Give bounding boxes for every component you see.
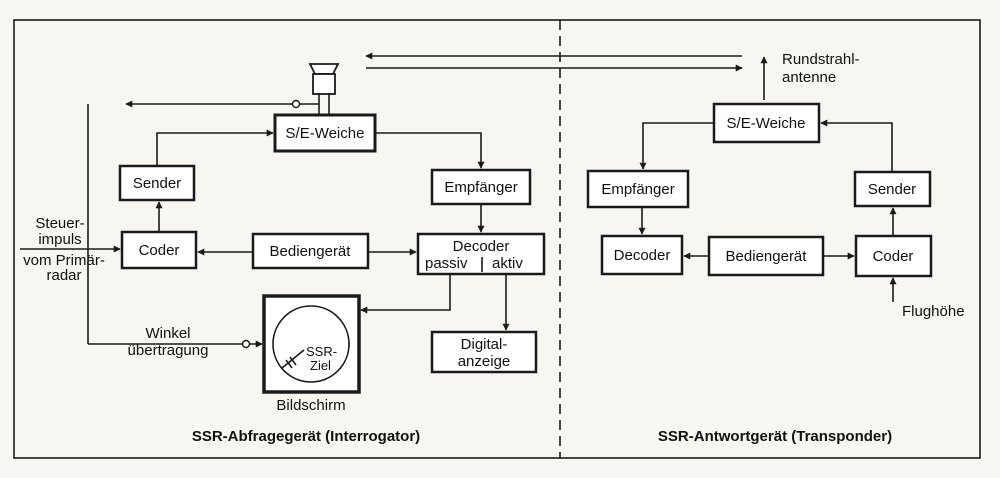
transponder-empfaenger-label: Empfänger <box>601 181 674 198</box>
transponder-bediengeraet-label: Bediengerät <box>726 248 808 265</box>
sender-to-weiche-arrow <box>156 129 274 166</box>
digitalanzeige-label-2: anzeige <box>458 353 511 370</box>
interrogator-bediengeraet-box <box>251 232 370 270</box>
radar-scope <box>272 305 350 383</box>
transponder-decoder-box <box>600 234 684 276</box>
transponder-decoder-label: Decoder <box>614 247 671 264</box>
steuerimpuls-label-2: impuls <box>38 231 81 248</box>
transponder-se-weiche-label: S/E-Weiche <box>727 115 806 132</box>
transponder-title: SSR-Antwortgerät (Transponder) <box>658 428 892 445</box>
interrogator-decoder-box <box>416 232 546 276</box>
vom-primaerradar-label-1: vom Primär- <box>23 252 105 269</box>
interrogator-sender-box <box>118 164 196 202</box>
interrogator-coder-box <box>120 230 198 270</box>
interrogator-se-weiche-label: S/E-Weiche <box>286 125 365 142</box>
transponder-sender-label: Sender <box>868 181 916 198</box>
interrogator-title: SSR-Abfragegerät (Interrogator) <box>192 428 420 445</box>
transponder-bediengeraet-box <box>707 235 825 277</box>
ssr-ziel-label-1: SSR- <box>306 344 337 359</box>
interrogator-coder-label: Coder <box>139 242 180 259</box>
winkel-label-1: Winkel <box>145 325 190 342</box>
vom-primaerradar-label-2: radar <box>46 267 81 284</box>
ssr-ziel-label-2: Ziel <box>310 358 331 373</box>
outer-frame <box>13 19 981 459</box>
bildschirm-label: Bildschirm <box>276 397 345 414</box>
bildschirm-screen <box>262 294 361 394</box>
flughoehe-label: Flughöhe <box>902 303 965 320</box>
transponder-coder-box <box>854 234 933 278</box>
interrogator-empfaenger-label: Empfänger <box>444 179 517 196</box>
transponder-empfaenger-box <box>586 169 690 209</box>
transponder-coder-label: Coder <box>873 248 914 265</box>
interrogator-bediengeraet-label: Bediengerät <box>270 243 352 260</box>
winkel-label-2: übertragung <box>128 342 209 359</box>
decoder-aktiv-label: aktiv <box>492 255 523 272</box>
junction-dot-winkel <box>241 339 251 349</box>
digitalanzeige-label-1: Digital- <box>461 336 508 353</box>
steuerimpuls-label-1: Steuer- <box>35 215 84 232</box>
digitalanzeige-box <box>430 330 538 374</box>
interrogator-sender-label: Sender <box>133 175 181 192</box>
ssr-target-icon <box>281 349 305 369</box>
antenne-label-1: Rundstrahl- <box>782 51 860 68</box>
tp-sender-to-weiche-arrow <box>820 119 893 172</box>
tp-weiche-to-empfaenger-arrow <box>639 122 714 170</box>
weiche-to-empfaenger-arrow <box>375 132 485 169</box>
antenne-label-2: antenne <box>782 69 836 86</box>
interrogator-se-weiche-box <box>273 113 377 153</box>
transponder-sender-box <box>853 170 932 208</box>
decoder-passiv-label: passiv <box>425 255 468 272</box>
junction-dot-top <box>291 99 301 109</box>
directional-antenna-icon <box>308 63 340 115</box>
transponder-se-weiche-box <box>712 102 821 144</box>
decoder-to-bildschirm-arrow <box>360 274 451 314</box>
interrogator-decoder-label: Decoder <box>453 238 510 255</box>
